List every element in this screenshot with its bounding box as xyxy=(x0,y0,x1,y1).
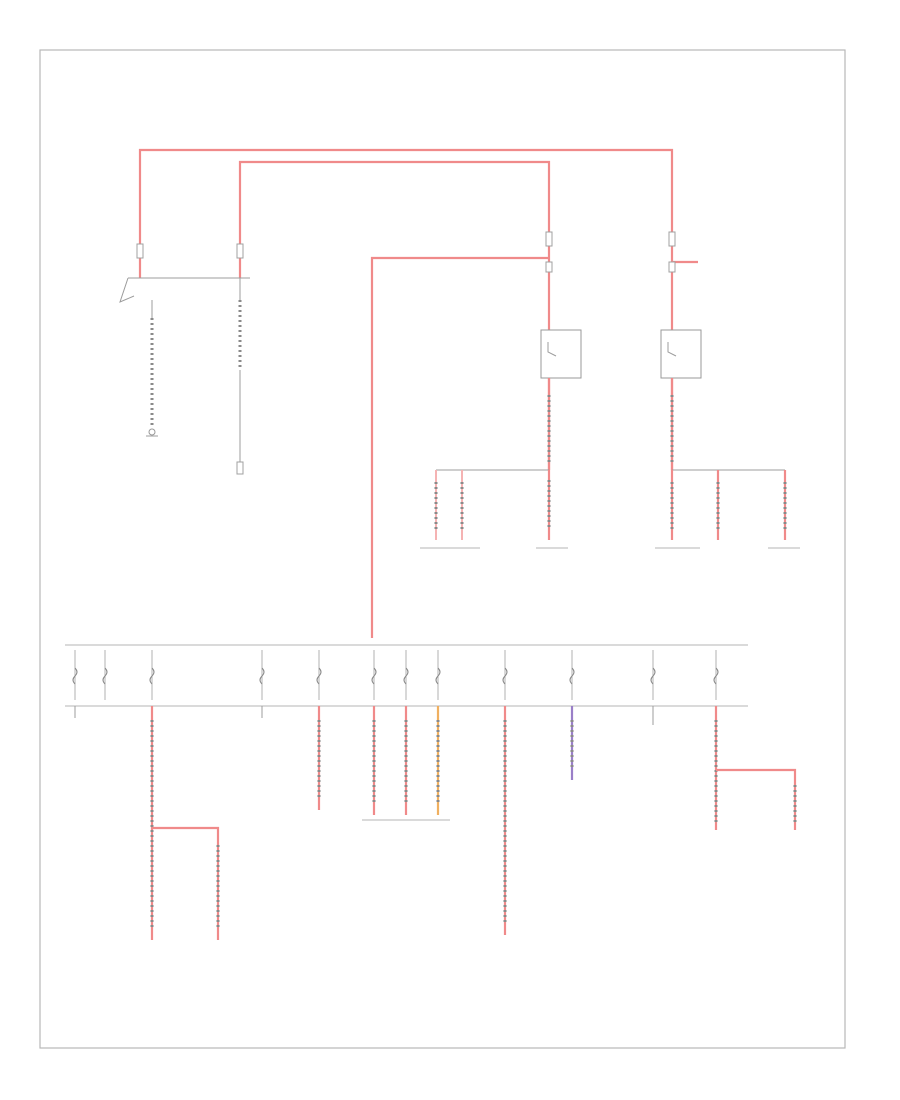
top-connectors xyxy=(136,231,676,273)
fuse-symbol xyxy=(713,650,719,700)
lower-wires xyxy=(74,706,797,940)
fuse-symbol xyxy=(435,650,441,700)
fuse-symbol xyxy=(259,650,265,700)
fuse-symbol xyxy=(569,650,575,700)
fuses xyxy=(72,650,719,700)
fuse-symbol xyxy=(650,650,656,700)
main-power-feed xyxy=(138,148,698,638)
fuse-symbol xyxy=(371,650,377,700)
passenger-branch xyxy=(420,469,568,549)
fuse-symbol xyxy=(502,650,508,700)
fuse-symbol xyxy=(102,650,108,700)
driver-branch xyxy=(655,469,800,549)
relay-outputs xyxy=(547,378,674,470)
fuse-symbol xyxy=(72,650,78,700)
trunk-switch xyxy=(119,277,250,437)
fuse-symbol xyxy=(403,650,409,700)
power-distribution-branch xyxy=(236,278,244,475)
diagram-border xyxy=(39,49,846,1049)
fuse-symbol xyxy=(149,650,155,700)
fuse-symbol xyxy=(316,650,322,700)
driver-seat-switch xyxy=(660,329,702,379)
front-passenger-seat-switch xyxy=(540,329,582,379)
